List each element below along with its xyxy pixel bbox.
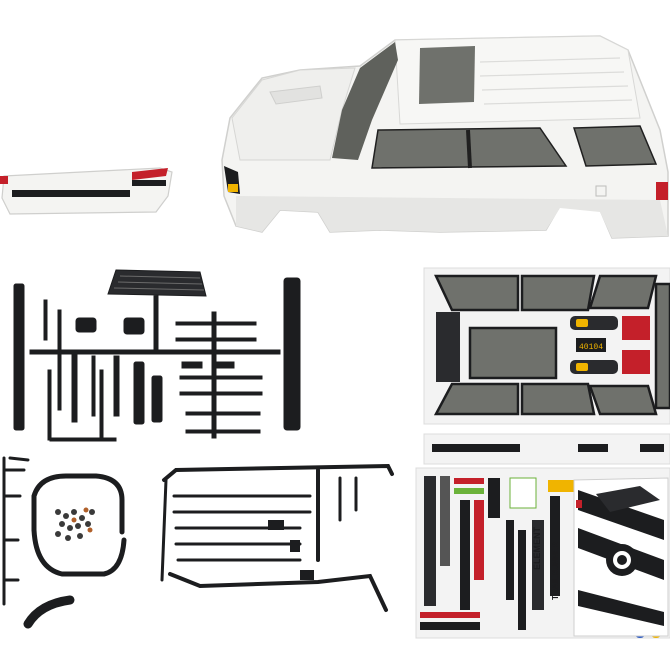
rear-window xyxy=(572,125,658,167)
mirror-right xyxy=(123,317,145,335)
cage-post-left xyxy=(160,478,168,582)
window-pillar xyxy=(466,129,472,169)
decal-side-window-bottom-right xyxy=(520,382,596,416)
hood xyxy=(231,67,356,161)
decal-brand-text: ELEMENT xyxy=(532,526,542,570)
hood-scoop xyxy=(269,85,323,105)
decal-license-plate xyxy=(576,338,606,352)
bumper-black-trim xyxy=(132,180,166,186)
bumper-grille xyxy=(12,190,130,197)
front-hoop-lower xyxy=(31,527,127,577)
decal-side-window-top-left xyxy=(434,274,520,312)
sponsor-decals xyxy=(420,476,662,638)
decal-rear-quarter-bottom xyxy=(588,384,658,416)
license-plate-text: 40104 xyxy=(579,343,603,352)
decal-taillight-bottom xyxy=(622,350,650,374)
decal-rear-quarter-top xyxy=(588,274,658,310)
hardware-bag xyxy=(55,507,95,541)
left-sprue xyxy=(2,456,30,606)
roof-ribs xyxy=(479,57,633,105)
ladder-parts xyxy=(175,311,263,439)
strip-decal xyxy=(423,433,670,465)
decal-side-window-bottom-left xyxy=(433,382,520,416)
decal-rear-window xyxy=(654,282,670,410)
sprue-vertical xyxy=(153,295,159,353)
roof-rack-mesh xyxy=(113,275,205,291)
cage-top-rail xyxy=(162,463,394,482)
fuel-door xyxy=(595,185,607,197)
bumper-frame-parts xyxy=(2,456,127,629)
decal-model-text: TRAILRUNNER xyxy=(551,542,560,600)
decal-side-window-top-right xyxy=(520,274,596,312)
decal-windshield xyxy=(468,326,558,380)
decal-taillight-top xyxy=(622,316,650,340)
bumper-light-right xyxy=(132,168,168,180)
hood-graphic-decal xyxy=(573,477,669,637)
front-bumper xyxy=(0,167,173,215)
rock-slider-right xyxy=(151,375,163,423)
sunroof xyxy=(419,46,475,104)
side-step-right xyxy=(283,277,301,431)
graphics-decal-sheet: ELEMENT TRAILRUNNER xyxy=(415,467,670,639)
decal-grille xyxy=(436,312,460,382)
cage-bottom-rail xyxy=(168,572,388,612)
windshield xyxy=(332,42,398,160)
roll-cage-frame xyxy=(160,463,394,612)
rock-slider-left xyxy=(133,361,145,425)
cage-crossbars xyxy=(172,476,358,562)
side-step-left xyxy=(13,283,25,431)
front-hoop xyxy=(31,473,125,535)
accessory-parts-tree xyxy=(13,269,301,442)
window-decal-sheet: 40104 xyxy=(423,267,670,425)
turn-signal xyxy=(228,184,238,192)
taillight xyxy=(656,182,668,200)
bumper-light-left xyxy=(0,176,8,184)
rocker-shade xyxy=(236,196,668,238)
mirror-left xyxy=(75,317,97,333)
truck-body-shell xyxy=(221,35,669,239)
snorkel xyxy=(23,595,75,629)
